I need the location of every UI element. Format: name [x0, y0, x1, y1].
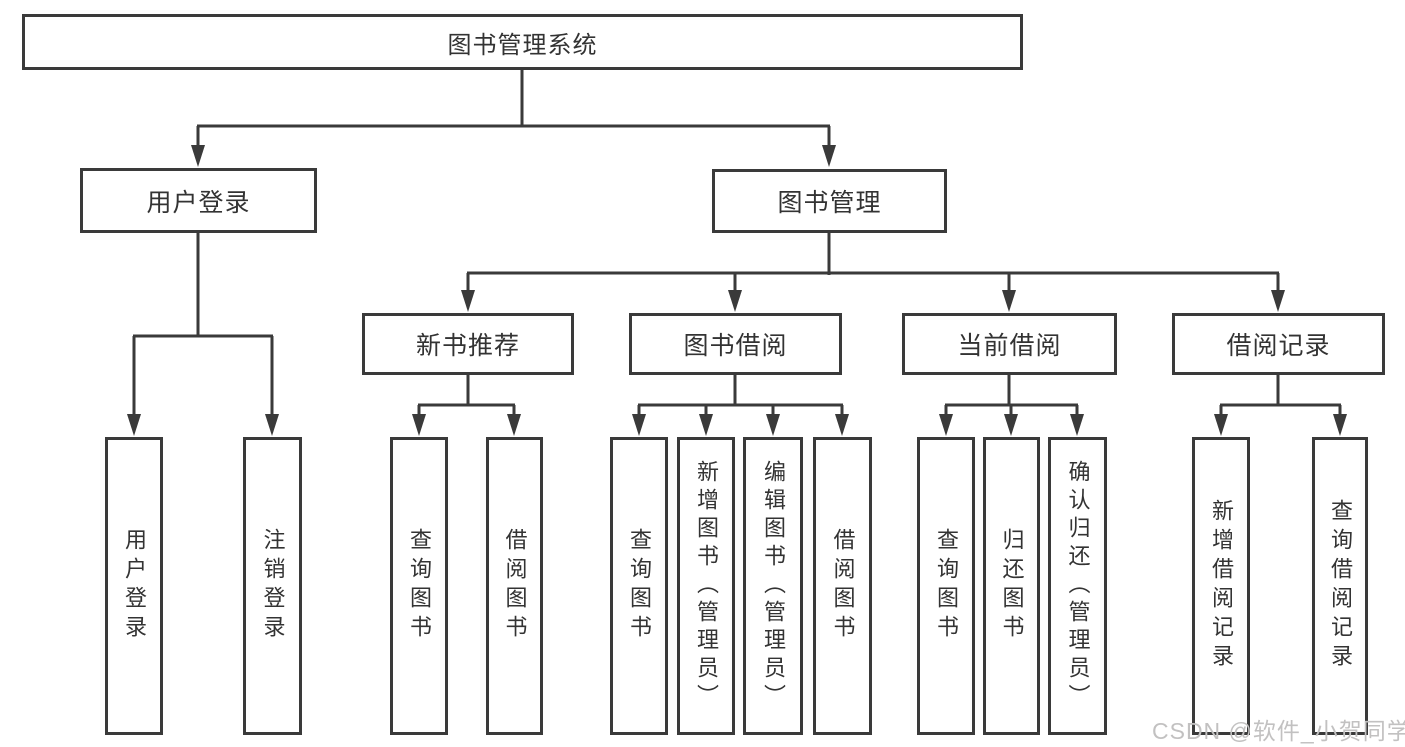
node-book-borrowing: 图书借阅	[629, 313, 842, 375]
leaf-logout: 注销登录	[243, 437, 302, 735]
leaf-add-books-admin: 新增图书（管理员）	[677, 437, 735, 735]
leaf-borrow-books: 借阅图书	[813, 437, 872, 735]
node-library-management-system: 图书管理系统	[22, 14, 1023, 70]
leaf-query-books-recommend: 查询图书	[390, 437, 448, 735]
leaf-add-borrow-record: 新增借阅记录	[1192, 437, 1250, 735]
leaf-query-books-current: 查询图书	[917, 437, 975, 735]
leaf-user-login: 用户登录	[105, 437, 163, 735]
leaf-borrow-books-recommend: 借阅图书	[486, 437, 543, 735]
leaf-confirm-return-admin: 确认归还（管理员）	[1048, 437, 1107, 735]
leaf-edit-books-admin: 编辑图书（管理员）	[743, 437, 803, 735]
leaf-return-books: 归还图书	[983, 437, 1040, 735]
leaf-query-borrow-record: 查询借阅记录	[1312, 437, 1368, 735]
node-new-book-recommendation: 新书推荐	[362, 313, 574, 375]
node-user-login: 用户登录	[80, 168, 317, 233]
node-book-management: 图书管理	[712, 169, 947, 233]
watermark: CSDN @软件_小贺同学	[1152, 718, 1405, 744]
node-current-borrowing: 当前借阅	[902, 313, 1117, 375]
node-borrowing-records: 借阅记录	[1172, 313, 1385, 375]
leaf-query-books-borrow: 查询图书	[610, 437, 668, 735]
